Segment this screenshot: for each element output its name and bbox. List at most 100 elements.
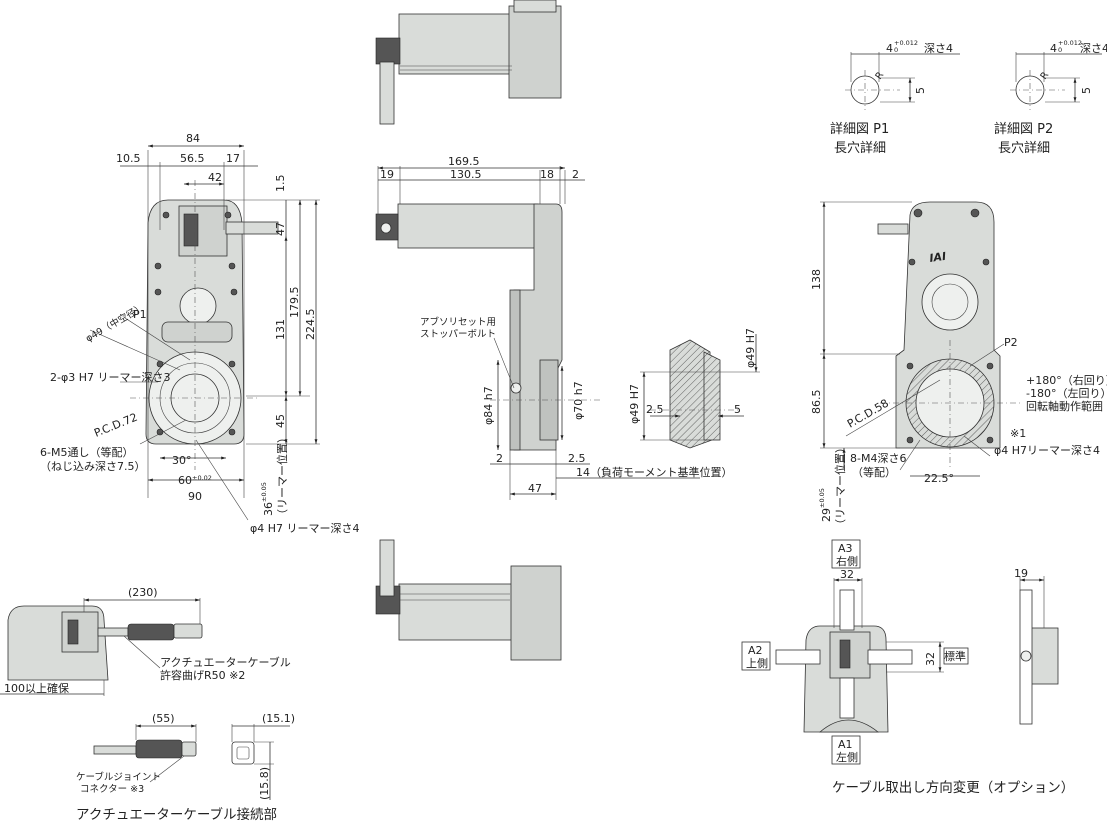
section-dim-5: 5	[734, 403, 741, 416]
front-dim-90: 90	[188, 490, 202, 503]
back-dim-138: 138	[810, 269, 823, 290]
back-reamer: φ4 H7リーマー深さ4	[994, 444, 1100, 457]
conn-dim-158: (15.8)	[258, 767, 271, 800]
back-view	[820, 201, 1020, 477]
back-dim-29-label: （リーマー位置）	[833, 442, 847, 530]
cable-view	[0, 598, 203, 696]
p1-tol-up: +0.012	[894, 39, 918, 47]
side-dim-84: φ84 h7	[482, 386, 495, 425]
p2-tol-up: +0.012	[1058, 39, 1082, 47]
detail-p2	[1010, 52, 1102, 110]
p1-tol-dn: 0	[894, 46, 898, 54]
p1-five: 5	[914, 87, 927, 94]
back-angle: 22.5°	[924, 472, 954, 485]
back-view-text: IAI 138 86.5 P2 P.C.D.58 +180°（右回り） -180…	[810, 250, 1107, 530]
connector-view	[93, 724, 290, 800]
p2-tol-dn: 0	[1058, 46, 1062, 54]
cable-label-1: アクチュエーターケーブル	[160, 655, 291, 669]
front-dim-47: 47	[274, 222, 287, 236]
opt-dim-32a: 32	[840, 568, 854, 581]
front-pcd-callout: P.C.D.72	[92, 411, 139, 440]
top-view	[375, 0, 562, 125]
detail-p1-text: 4 +0.012 0 深さ4 R 5 詳細図 P1 長穴詳細	[830, 39, 953, 156]
opt-dim-19: 19	[1014, 567, 1028, 580]
back-note-1: ※1	[1010, 427, 1026, 440]
side-stopper-label-1: アブソリセット用	[420, 316, 496, 328]
front-dim-15: 1.5	[274, 175, 287, 193]
front-dim-42: 42	[208, 171, 222, 184]
back-dim-29: 29	[820, 508, 833, 522]
front-dim-105: 10.5	[116, 152, 141, 165]
section-dim-25: 2.5	[646, 403, 664, 416]
front-view	[89, 144, 320, 521]
iai-logo: IAI	[929, 250, 947, 265]
connector-view-text: (55) (15.1) (15.8) ケーブルジョイント コネクター ※3 アク…	[76, 712, 295, 823]
cable-label-2: 許容曲げR50 ※2	[160, 668, 245, 682]
front-bolt-holes	[154, 211, 238, 436]
opt-dim-32b: 32	[924, 652, 937, 666]
p2-title-1: 詳細図 P2	[994, 121, 1053, 137]
back-m4-a: 8-M4深さ6	[850, 452, 906, 465]
p2-r: R	[1038, 70, 1051, 82]
side-view	[375, 166, 700, 500]
side-dim-bot-2: 2	[496, 452, 503, 465]
side-view-text: 169.5 19 130.5 18 2 アブソリセット用 ストッパーボルト φ8…	[380, 155, 733, 495]
option-view	[741, 539, 1059, 765]
front-dim-36-tol: ±0.05	[260, 482, 268, 502]
p1-title-2: 長穴詳細	[834, 140, 886, 156]
p2-dim: 4	[1050, 42, 1057, 55]
conn-dim-151: (15.1)	[262, 712, 295, 725]
p2-five: 5	[1080, 87, 1093, 94]
p1-depth: 深さ4	[924, 42, 953, 55]
front-dim-60: 60	[178, 474, 192, 487]
front-dim-131: 131	[274, 319, 287, 340]
front-label-p1: P1	[133, 308, 147, 321]
back-label-p2: P2	[1004, 336, 1018, 349]
bottom-view	[375, 539, 562, 661]
cable-dim-230: (230)	[128, 586, 158, 599]
side-dim-bot-25: 2.5	[568, 452, 586, 465]
front-hollow-callout: φ49（中空径）	[84, 301, 147, 344]
front-m5-callout-b: （ねじ込み深さ7.5）	[40, 460, 146, 473]
front-dim-84: 84	[186, 132, 200, 145]
conn-label-2: コネクター ※3	[80, 784, 144, 795]
front-dim-36-label: （リーマー位置）	[275, 432, 289, 520]
p1-title-1: 詳細図 P1	[830, 121, 889, 137]
front-dim-45: 45	[274, 414, 287, 428]
detail-p2-text: 4 +0.012 0 深さ4 R 5 詳細図 P2 長穴詳細	[994, 39, 1107, 156]
back-m4-b: （等配）	[852, 465, 896, 479]
conn-title: アクチュエーターケーブル接続部	[76, 806, 277, 823]
cable-view-text: (230) アクチュエーターケーブル 許容曲げR50 ※2 100以上確保	[4, 586, 291, 695]
back-rot-3: 回転軸動作範囲	[1026, 399, 1103, 413]
front-dim-17: 17	[226, 152, 240, 165]
side-dim-2: 2	[572, 168, 579, 181]
front-reamer3-callout: 2-φ3 H7 リーマー深さ3	[50, 371, 170, 384]
front-dim-565: 56.5	[180, 152, 205, 165]
opt-std: 標準	[944, 649, 966, 663]
side-dim-19: 19	[380, 168, 394, 181]
side-dim-47: 47	[528, 482, 542, 495]
side-dim-total: 169.5	[448, 155, 480, 168]
detail-p1	[845, 52, 960, 110]
front-angle: 30°	[172, 454, 192, 467]
side-stopper-label-2: ストッパーボルト	[420, 329, 496, 340]
cable-clearance: 100以上確保	[4, 681, 69, 695]
back-dim-865: 86.5	[810, 390, 823, 415]
conn-label-1: ケーブルジョイント	[76, 771, 161, 783]
back-rot-2: -180°（左回り）	[1026, 387, 1107, 400]
section-dim-49a: φ49 H7	[628, 384, 641, 424]
side-dim-1305: 130.5	[450, 168, 482, 181]
p1-dim: 4	[886, 42, 893, 55]
section-view	[640, 334, 760, 449]
side-dim-18: 18	[540, 168, 554, 181]
opt-title: ケーブル取出し方向変更（オプション）	[832, 779, 1074, 796]
opt-a2-label: A2	[748, 644, 763, 657]
front-dim-60-tol: ±0.02	[192, 474, 212, 482]
opt-a3-label: A3	[838, 542, 853, 555]
front-dim-36: 36	[262, 502, 275, 516]
back-rot-1: +180°（右回り）	[1026, 373, 1107, 387]
front-reamer4-callout: φ4 H7 リーマー深さ4	[250, 522, 360, 535]
front-dim-1795: 179.5	[288, 287, 301, 319]
back-dim-29-tol: ±0.05	[818, 488, 826, 508]
